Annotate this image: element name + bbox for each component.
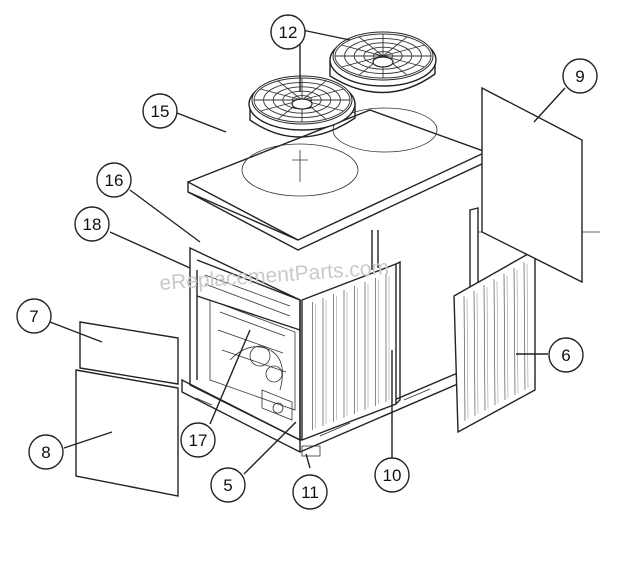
callout-label: 15 xyxy=(151,102,170,121)
detail-line xyxy=(516,269,519,393)
detail-line xyxy=(513,267,516,395)
detail-line xyxy=(260,88,303,101)
condenser-fan-left xyxy=(248,75,356,138)
callout-label: 6 xyxy=(561,346,570,365)
leader-lines xyxy=(49,29,566,475)
callout-label: 12 xyxy=(279,23,298,42)
detail-line xyxy=(526,264,529,388)
callout-label: 11 xyxy=(301,483,319,502)
callout-label: 8 xyxy=(41,443,50,462)
callout-17: 17 xyxy=(180,422,216,458)
detail-line xyxy=(463,296,466,421)
callout-11: 11 xyxy=(292,474,328,510)
callout-8: 8 xyxy=(28,434,64,470)
detail-line xyxy=(301,88,344,101)
top-cover xyxy=(186,107,488,251)
detail-line xyxy=(466,298,469,419)
detail-line xyxy=(483,284,486,411)
detail-line xyxy=(301,80,327,101)
detail-line xyxy=(341,44,384,57)
detail-line xyxy=(358,36,384,57)
detail-line xyxy=(473,290,476,416)
detail-line xyxy=(503,273,506,401)
callout-9: 9 xyxy=(562,58,598,94)
detail-line xyxy=(382,44,425,57)
callout-6: 6 xyxy=(548,337,584,373)
callout-label: 10 xyxy=(383,466,402,485)
front-coil-panel xyxy=(301,260,401,442)
detail-line xyxy=(523,262,526,390)
control-box xyxy=(209,299,296,421)
callout-5: 5 xyxy=(210,467,246,503)
callout-7: 7 xyxy=(16,298,52,334)
callout-label: 18 xyxy=(83,215,102,234)
detail-line xyxy=(493,279,496,406)
callout-label: 17 xyxy=(189,431,208,450)
callout-label: 16 xyxy=(105,171,124,190)
base-vent-slot xyxy=(301,445,321,457)
access-panel-8 xyxy=(75,369,179,497)
detail-line xyxy=(486,286,489,409)
side-coil-panel xyxy=(453,248,536,434)
side-panel-9 xyxy=(481,86,583,284)
callout-12: 12 xyxy=(270,14,306,50)
callout-10: 10 xyxy=(374,457,410,493)
detail-line xyxy=(496,281,499,404)
cabinet-frame xyxy=(189,246,301,452)
callout-18: 18 xyxy=(74,206,110,242)
detail-line xyxy=(476,292,479,414)
callout-16: 16 xyxy=(96,162,132,198)
callout-label: 5 xyxy=(223,476,232,495)
callout-label: 7 xyxy=(29,307,38,326)
detail-line xyxy=(277,80,303,101)
callout-15: 15 xyxy=(142,93,178,129)
detail-line xyxy=(506,275,509,399)
condenser-fan-right xyxy=(329,31,437,94)
access-panel-7 xyxy=(79,321,179,385)
callout-label: 9 xyxy=(575,67,584,86)
detail-line xyxy=(382,36,408,57)
